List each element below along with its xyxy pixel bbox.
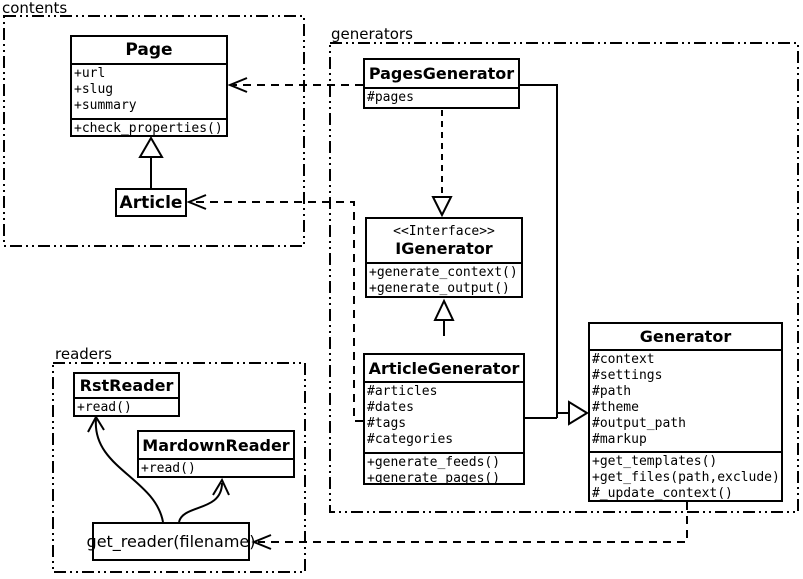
member-row: +summary: [74, 98, 137, 113]
member-row: #output_path: [592, 416, 686, 431]
member-row: +url: [74, 66, 106, 81]
member-row: +generate_feeds(): [367, 455, 501, 470]
page-attributes: +url+slug+summary: [72, 63, 226, 118]
member-row: +generate_pages(): [367, 471, 501, 483]
class-title-pagesgenerator: PagesGenerator: [368, 64, 515, 83]
get-reader-label: get_reader(filename): [86, 532, 256, 551]
igenerator-stereotype: <<Interface>>: [393, 223, 495, 239]
class-title-igenerator: <<Interface>> IGenerator: [367, 219, 521, 262]
class-box-mardownreader: MardownReader +read(): [137, 430, 295, 478]
articlegenerator-methods: +generate_feeds()+generate_pages(): [365, 452, 523, 483]
class-title-generator: Generator: [639, 327, 732, 346]
package-label-readers: readers: [55, 345, 112, 363]
igenerator-name: IGenerator: [395, 238, 493, 258]
class-title-mardownreader: MardownReader: [142, 435, 290, 455]
class-title-article: Article: [119, 192, 183, 213]
member-row: #pages: [367, 90, 414, 105]
edge-article-extends-page: [138, 136, 164, 188]
edge-generators-extend-generator: [520, 84, 589, 426]
member-row: #path: [592, 384, 632, 399]
member-row: #settings: [592, 368, 663, 383]
class-title-articlegenerator: ArticleGenerator: [368, 358, 520, 378]
member-row: #context: [592, 352, 655, 367]
class-box-rstreader: RstReader +read(): [73, 372, 180, 417]
member-row: +slug: [74, 82, 114, 97]
package-border-contents: [3, 15, 305, 247]
member-row: +read(): [77, 400, 132, 415]
member-row: +generate_context(): [369, 265, 518, 280]
package-border-readers: [52, 362, 306, 573]
rstreader-methods: +read(): [75, 397, 178, 415]
edge-generator-uses-getreader: [251, 502, 688, 550]
edge-getreader-to-mardownreader: [178, 477, 230, 523]
class-box-generator: Generator #context#settings#path#theme#o…: [588, 322, 783, 502]
member-row: #dates: [367, 400, 414, 415]
mardownreader-methods: +read(): [139, 458, 293, 476]
package-label-generators: generators: [331, 25, 413, 43]
member-row: #theme: [592, 400, 639, 415]
class-title-rstreader: RstReader: [79, 376, 174, 395]
class-box-igenerator: <<Interface>> IGenerator +generate_conte…: [365, 217, 523, 298]
member-row: #articles: [367, 384, 438, 399]
generator-attributes: #context#settings#path#theme#output_path…: [590, 349, 781, 451]
member-row: #_update_context(): [592, 486, 733, 500]
class-box-articlegenerator: ArticleGenerator #articles#dates#tags#ca…: [363, 353, 525, 485]
package-border-generators: [329, 42, 799, 513]
edge-articlegenerator-uses-article: [186, 194, 363, 422]
edge-getreader-to-rstreader: [87, 414, 164, 523]
member-row: +get_templates(): [592, 454, 718, 469]
member-row: +check_properties(): [74, 121, 223, 135]
edge-pagesgenerator-implements-igenerator: [431, 110, 453, 218]
function-box-get-reader: get_reader(filename): [87, 522, 255, 561]
class-box-page: Page +url+slug+summary +check_properties…: [70, 35, 228, 137]
member-row: +generate_output(): [369, 281, 510, 296]
pagesgenerator-attributes: #pages: [365, 87, 518, 107]
edge-articlegenerator-implements-igenerator: [433, 298, 455, 336]
edge-pagesgenerator-uses-page: [227, 77, 363, 93]
class-box-article: Article: [115, 188, 187, 217]
page-methods: +check_properties(): [72, 118, 226, 135]
member-row: +get_files(path,exclude): [592, 470, 780, 485]
member-row: +read(): [141, 461, 196, 476]
igenerator-methods: +generate_context()+generate_output(): [367, 262, 521, 296]
class-title-page: Page: [125, 40, 173, 60]
class-box-pagesgenerator: PagesGenerator #pages: [363, 58, 520, 109]
member-row: #categories: [367, 432, 454, 447]
member-row: #tags: [367, 416, 407, 431]
package-label-contents: contents: [2, 0, 68, 17]
member-row: #markup: [592, 432, 647, 447]
articlegenerator-attributes: #articles#dates#tags#categories: [365, 381, 523, 452]
generator-methods: +get_templates()+get_files(path,exclude)…: [590, 451, 781, 500]
